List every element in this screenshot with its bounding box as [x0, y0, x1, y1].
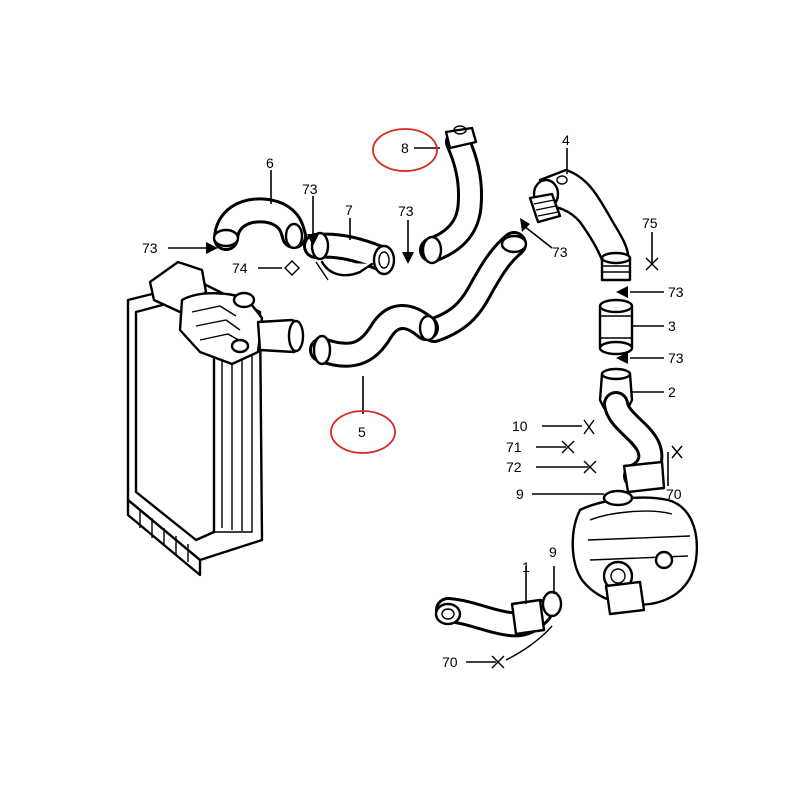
label-3: 3: [668, 318, 676, 334]
label-74: 74: [232, 260, 248, 276]
label-73-e: 73: [668, 284, 684, 300]
label-73-c: 73: [142, 240, 158, 256]
label-72: 72: [506, 459, 522, 475]
label-8: 8: [401, 140, 409, 156]
label-70-right: 70: [666, 486, 682, 502]
sleeve-3: [598, 251, 634, 356]
elbow-2: [598, 367, 666, 494]
label-6: 6: [266, 155, 274, 171]
label-9-lower: 9: [549, 544, 557, 560]
elbow-4: [528, 168, 630, 268]
label-75: 75: [642, 215, 658, 231]
label-7: 7: [345, 202, 353, 218]
label-9-upper: 9: [516, 486, 524, 502]
long-pipe: [421, 231, 528, 343]
label-4: 4: [562, 132, 570, 148]
leader-lines: [168, 147, 683, 669]
label-73-b: 73: [398, 203, 414, 219]
label-73-d: 73: [552, 244, 568, 260]
label-10: 10: [512, 418, 528, 434]
pipe-7: [303, 231, 396, 277]
label-73-a: 73: [302, 181, 318, 197]
hose-6: [212, 197, 307, 251]
hose-1: [434, 597, 553, 638]
highlight-circle-8: [372, 128, 438, 172]
label-2: 2: [668, 384, 676, 400]
highlight-circle-5: [330, 410, 396, 454]
turbocharger: [571, 490, 699, 616]
label-5: 5: [358, 424, 366, 440]
intercooler: [126, 260, 305, 577]
highlight-rings: [330, 128, 438, 454]
label-71: 71: [506, 439, 522, 455]
o-ring-9-lower: [541, 590, 563, 618]
hose-5: [309, 304, 439, 368]
hose-8: [419, 125, 483, 265]
callout-labels: 8 4 6 73 7 73 75 73 73 74 73 3 73 2 5 10…: [142, 132, 684, 670]
label-73-f: 73: [668, 350, 684, 366]
o-ring-9-upper: [602, 489, 634, 507]
label-1: 1: [522, 559, 530, 575]
label-70-bottom: 70: [442, 654, 458, 670]
